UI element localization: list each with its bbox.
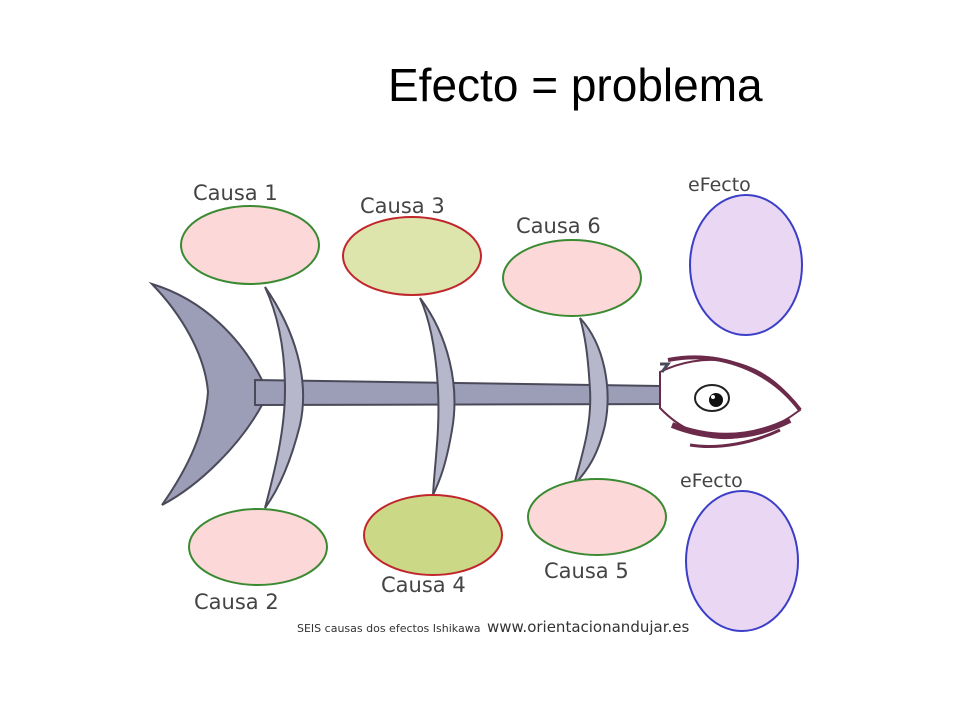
cause-2-ellipse [188, 508, 328, 586]
cause-5-ellipse [527, 478, 667, 556]
cause-5-label: Causa 5 [544, 559, 629, 583]
effect-top-label: eFecto [688, 174, 751, 196]
cause-4-ellipse [363, 494, 503, 576]
effect-bottom-label: eFecto [680, 470, 743, 492]
cause-6-label: Causa 6 [516, 214, 601, 238]
footer-url: www.orientacionandujar.es [487, 618, 689, 636]
cause-3-ellipse [342, 216, 482, 296]
rib-1 [264, 286, 305, 509]
cause-1-ellipse [180, 205, 320, 285]
cause-6-ellipse [502, 239, 642, 317]
cause-3-label: Causa 3 [360, 194, 445, 218]
footer-caption: SEIS causas dos efectos Ishikawa [297, 622, 480, 635]
cause-4-label: Causa 4 [381, 573, 466, 597]
fish-head [659, 355, 802, 449]
cause-2-label: Causa 2 [194, 590, 279, 614]
effect-bottom-ellipse [685, 490, 799, 632]
cause-1-label: Causa 1 [193, 181, 278, 205]
slide-title: Efecto = problema [388, 59, 763, 111]
fish-tail [148, 281, 263, 506]
effect-top-ellipse [689, 194, 803, 336]
